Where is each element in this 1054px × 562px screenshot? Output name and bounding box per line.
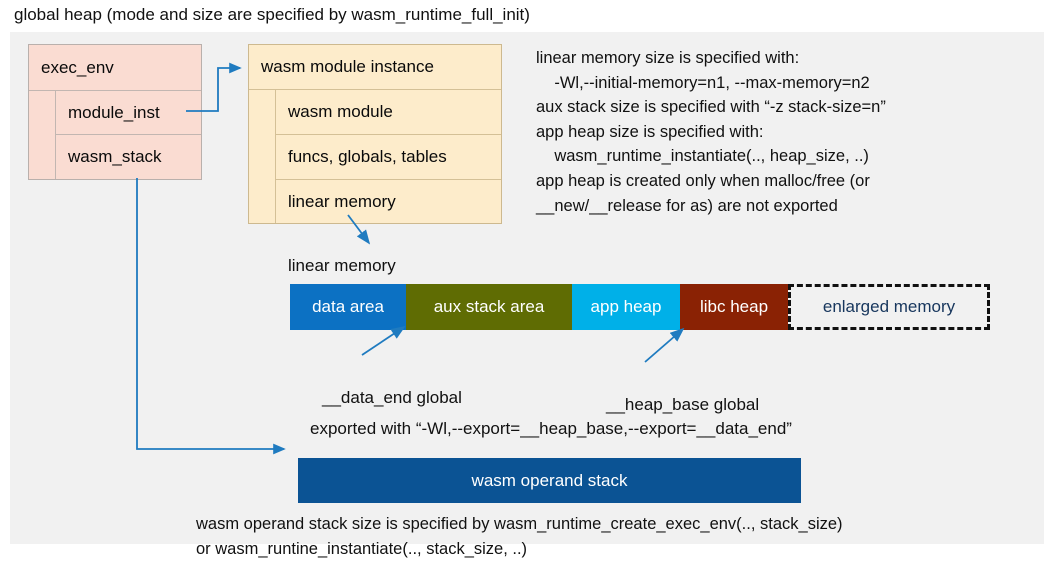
memory-segment-libc-heap: libc heap (680, 284, 788, 330)
page-title: global heap (mode and size are specified… (14, 5, 530, 24)
exec-env-indent-column (29, 91, 56, 179)
exec-env-header: exec_env (29, 45, 201, 91)
memory-segment-aux-stack-area: aux stack area (406, 284, 572, 330)
module-instance-indent-column (249, 90, 276, 223)
memory-segment-data-area: data area (290, 284, 406, 330)
annotation-data-end: __data_end global (322, 388, 462, 407)
exec-env-row-module-inst: module_inst (56, 91, 201, 135)
annotation-exported-with: exported with “-Wl,--export=__heap_base,… (310, 419, 792, 438)
annotation-heap-base: __heap_base global (606, 395, 760, 414)
module-instance-row-linear-memory: linear memory (288, 191, 396, 211)
module-instance-header: wasm module instance (249, 45, 501, 90)
wasm-operand-stack-bar: wasm operand stack (298, 458, 801, 503)
linear-memory-bar: data area aux stack area app heap libc h… (290, 284, 990, 330)
memory-segment-enlarged-memory: enlarged memory (788, 284, 990, 330)
linear-memory-caption: linear memory (288, 256, 396, 275)
exec-env-box: exec_env module_inst wasm_stack (28, 44, 202, 180)
operand-stack-note: wasm operand stack size is specified by … (196, 515, 843, 558)
wasm-module-instance-box: wasm module instance wasm module funcs, … (248, 44, 502, 224)
memory-segment-app-heap: app heap (572, 284, 680, 330)
diagram-root: global heap (mode and size are specified… (10, 5, 1044, 558)
diagram-canvas: exec_env module_inst wasm_stack wasm mod… (10, 32, 1044, 558)
module-instance-row-wasm-module: wasm module (276, 90, 501, 135)
linear-memory-note: linear memory size is specified with: -W… (536, 49, 886, 215)
module-instance-row-funcs-globals-tables: funcs, globals, tables (276, 135, 501, 180)
exec-env-row-wasm-stack: wasm_stack (68, 147, 162, 166)
